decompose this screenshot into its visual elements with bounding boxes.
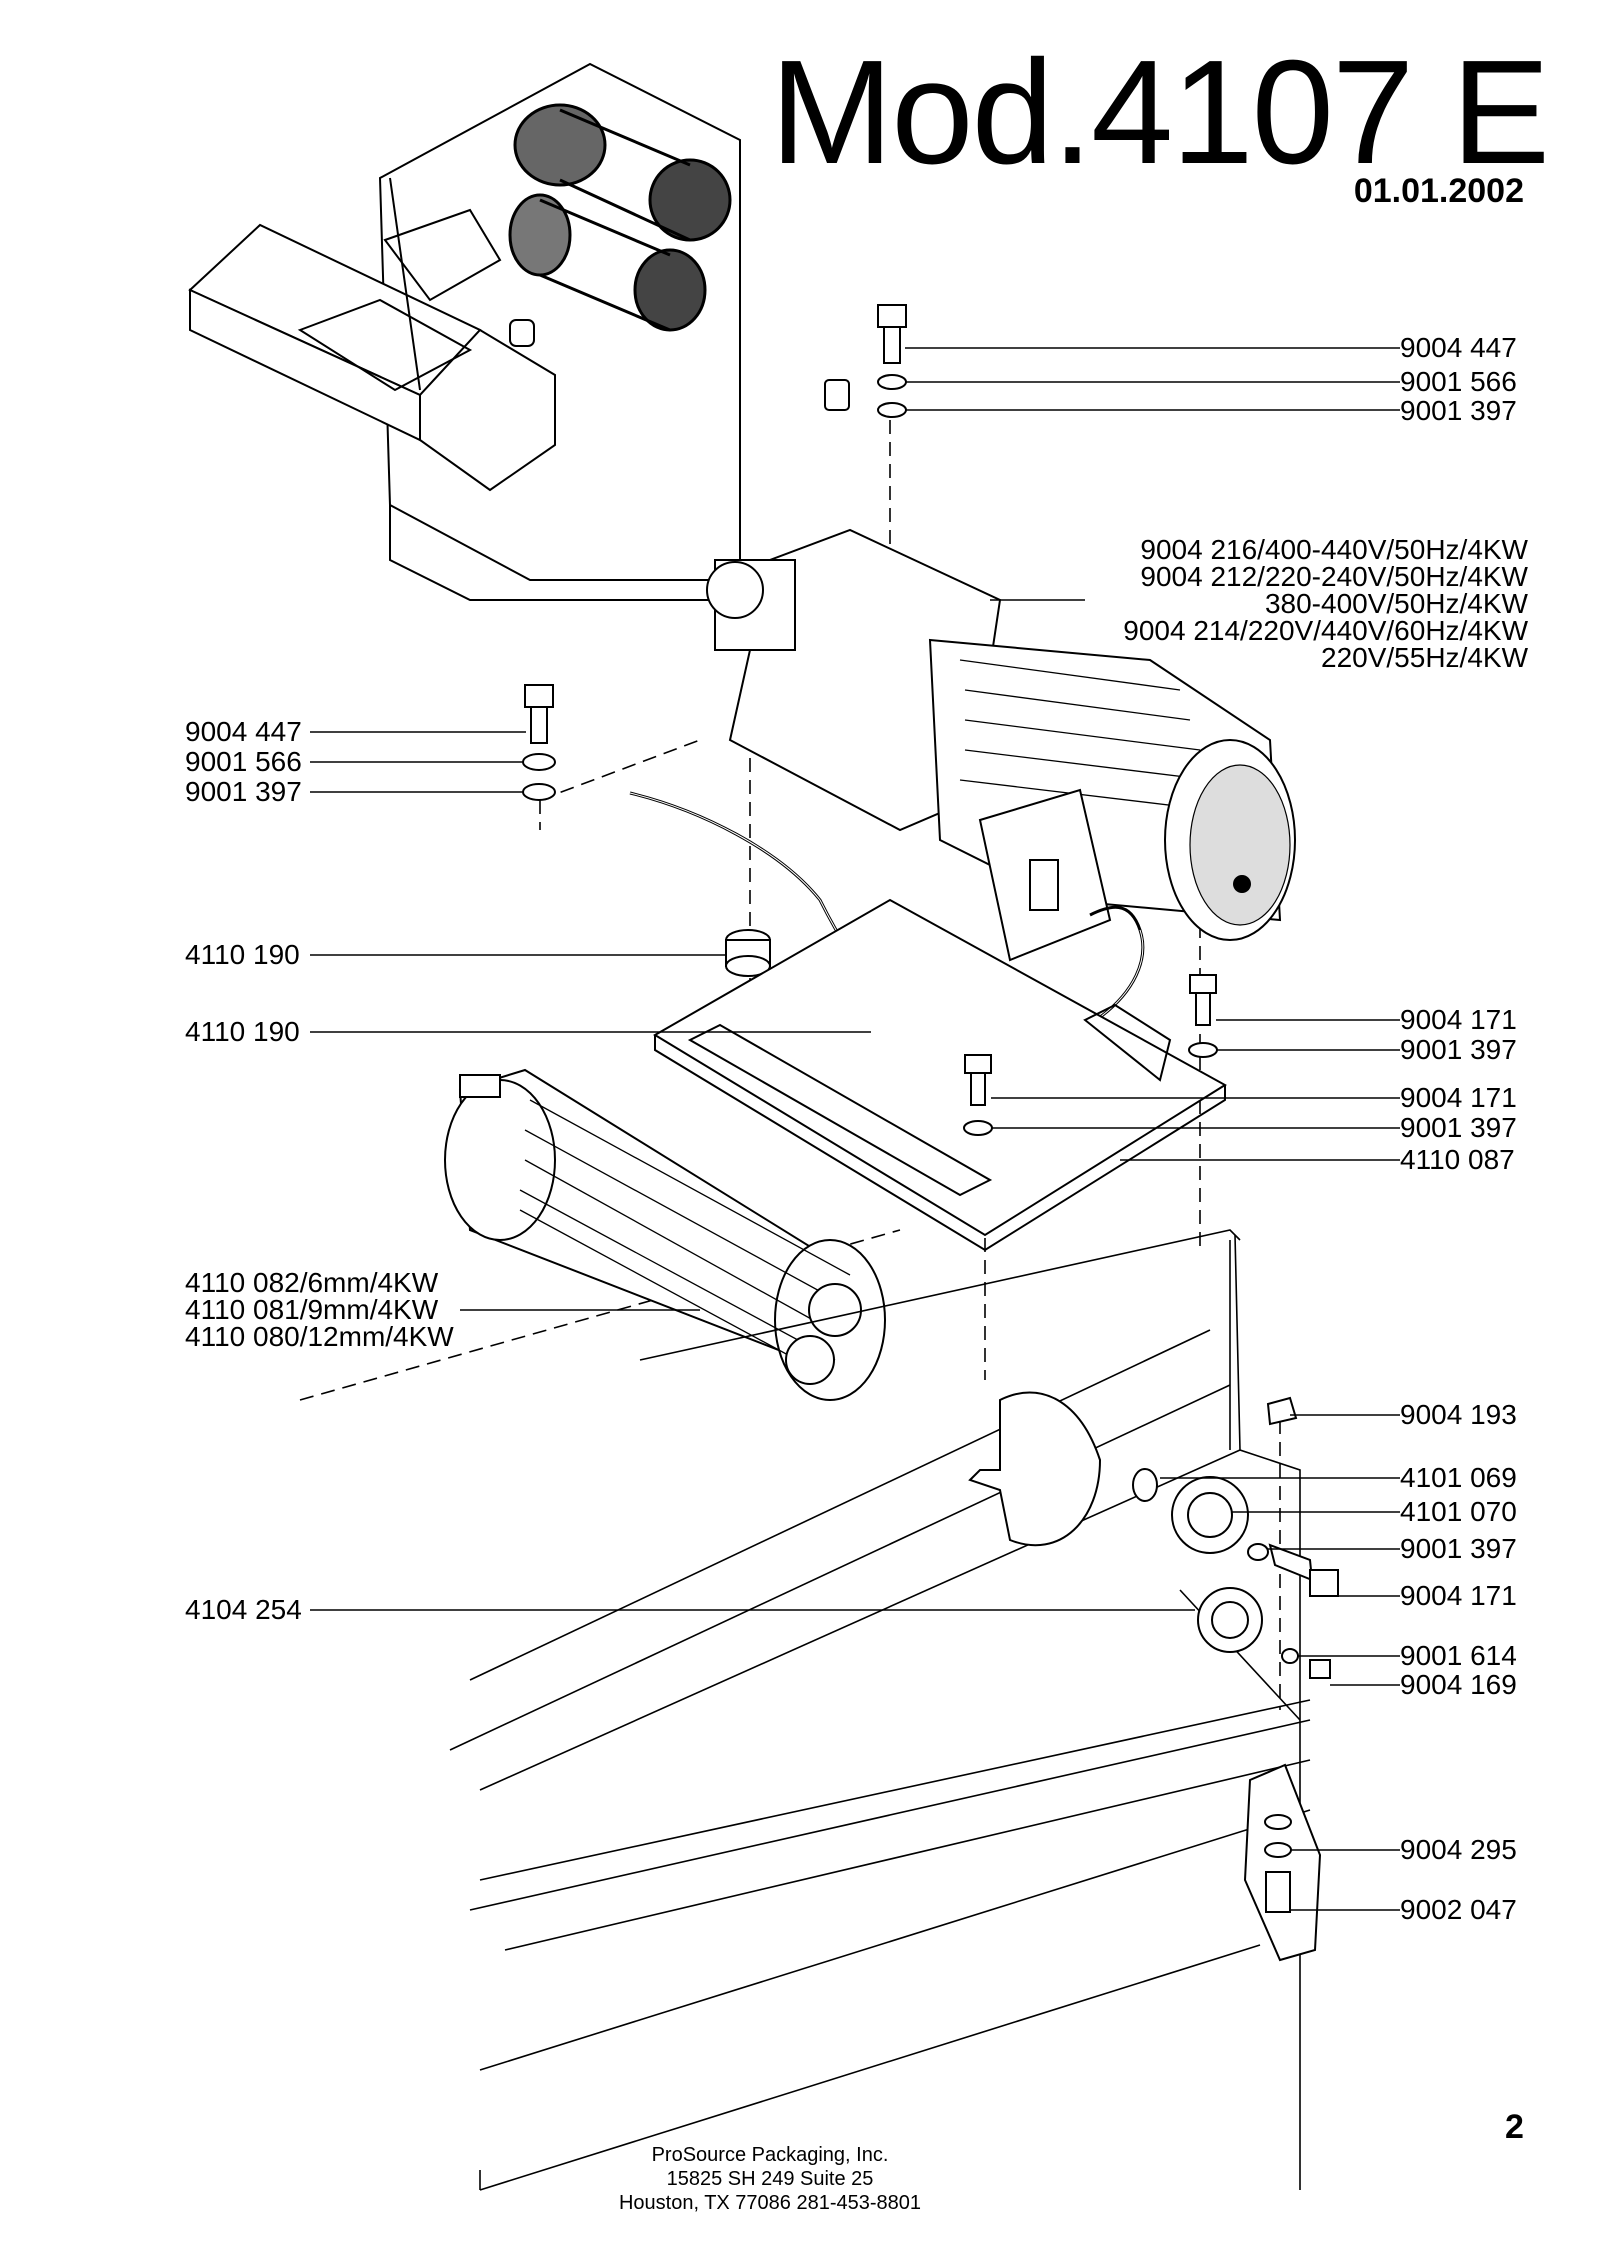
drive-gears [968,1391,1339,1679]
motor-callout: 220V/55Hz/4KW [1321,642,1528,673]
part-callout: 9001 614 [1400,1640,1517,1671]
part-callout: 4110 082/6mm/4KW [185,1267,439,1298]
part-callout: 4110 080/12mm/4KW [185,1321,454,1352]
part-callout: 4110 081/9mm/4KW [185,1294,439,1325]
part-callout: 9001 397 [1400,1112,1517,1143]
part-callout: 9004 169 [1400,1669,1517,1700]
part-callout: 9002 047 [1400,1894,1517,1925]
part-callout: 9001 397 [1400,1533,1517,1564]
part-callout: 9004 193 [1400,1399,1517,1430]
part-callout: 4110 087 [1400,1144,1515,1175]
side-bracket [1243,1763,1322,1962]
footer-address-block: ProSource Packaging, Inc. 15825 SH 249 S… [560,2143,980,2215]
part-callout: 9001 397 [1400,1034,1517,1065]
part-callout: 4110 190 [185,939,300,970]
motor-callout: 9004 214/220V/440V/60Hz/4KW [1123,615,1528,646]
part-callout: 9004 171 [1400,1082,1517,1113]
thumb-cutter-rollers [508,103,732,332]
motor-callout: 9004 216/400-440V/50Hz/4KW [1140,534,1528,565]
motor-callout: 380-400V/50Hz/4KW [1264,588,1528,619]
part-callout: 9004 171 [1400,1004,1517,1035]
motor-base-plate [653,898,1227,1252]
part-callout: 4110 190 [185,1016,300,1047]
revision-date: 01.01.2002 [1353,172,1524,210]
part-callout: 9004 447 [1400,332,1517,363]
left-bolt-stack [522,684,556,801]
cutter-roller-illustration [444,1068,886,1401]
motor-callout: 9004 212/220-240V/50Hz/4KW [1140,561,1528,592]
callout-leader-lines [310,347,1400,1911]
part-callout: 9004 171 [1400,1580,1517,1611]
footer-address: 15825 SH 249 Suite 25 [666,2168,874,2190]
gearmotor-illustration [706,379,1296,962]
footer-company: ProSource Packaging, Inc. [651,2144,889,2166]
page-number: 2 [1505,2108,1524,2146]
part-callout: 9001 566 [1400,366,1517,397]
machine-overview-illustration [188,62,741,601]
model-title: Mod.4107 E [770,30,1550,195]
top-bolt-stack [877,304,907,418]
part-callout: 9001 397 [1400,395,1517,426]
part-callout: 4104 254 [185,1594,302,1625]
part-callout: 9001 397 [185,776,302,807]
part-callout: 9001 566 [185,746,302,777]
part-callout: 9004 447 [185,716,302,747]
part-callout: 9004 295 [1400,1834,1517,1865]
footer-city-phone: Houston, TX 77086 281-453-8801 [618,2192,922,2214]
plate-bolts [963,974,1218,1136]
part-callout: 4101 069 [1400,1462,1517,1493]
part-callout: 4101 070 [1400,1496,1517,1527]
machine-housing-frame [449,1229,1311,2191]
